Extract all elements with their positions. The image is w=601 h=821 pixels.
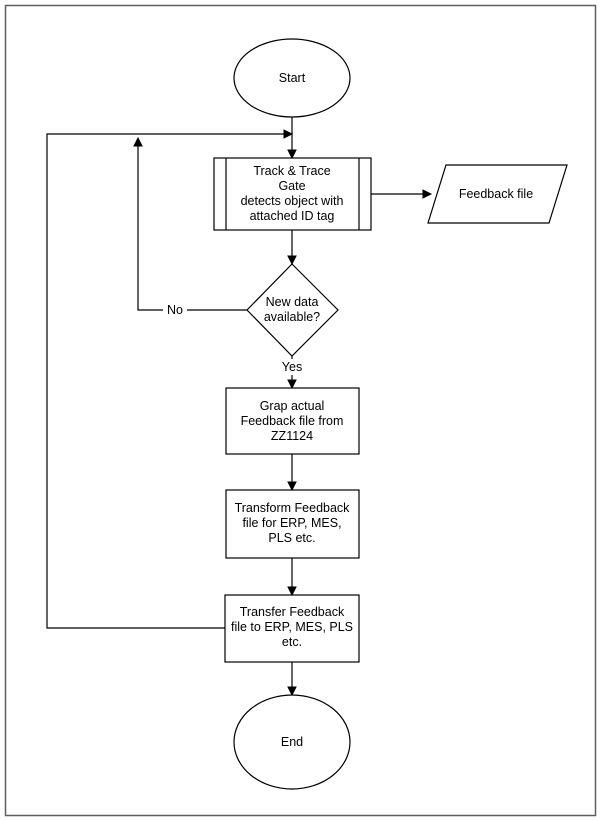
gate-label-line-3: detects object with — [241, 194, 344, 208]
transfer-label-line-1: Transfer Feedback — [240, 605, 345, 619]
gate-label-line-4: attached ID tag — [250, 209, 335, 223]
start-terminator — [233, 38, 351, 118]
grab-label-line-2: Feedback file from — [241, 414, 344, 428]
grab-label-line-1: Grap actual — [260, 399, 325, 413]
end-label: End — [281, 735, 303, 749]
transform-process-box — [225, 489, 360, 559]
transfer-node[interactable]: Transfer Feedback file to ERP, MES, PLS … — [224, 594, 360, 663]
end-node[interactable]: End — [233, 694, 351, 790]
arrowhead — [133, 136, 143, 147]
start-label: Start — [279, 71, 306, 85]
feedback-file-node[interactable]: Feedback file — [427, 164, 568, 224]
decision-diamond — [246, 263, 339, 357]
feedback-file-label: Feedback file — [459, 187, 533, 201]
decision-label-line-1: New data — [266, 295, 319, 309]
edge-transfer-loop-back — [46, 133, 284, 629]
transform-label-line-1: Transform Feedback — [235, 501, 351, 515]
arrowhead — [287, 586, 297, 597]
transform-label-line-2: file for ERP, MES, — [242, 516, 341, 530]
arrowhead — [287, 255, 297, 266]
edge-label-no: No — [167, 303, 183, 317]
arrowhead — [287, 379, 297, 390]
gate-process-box — [213, 157, 372, 231]
arrowhead — [422, 189, 433, 199]
end-terminator — [233, 694, 351, 790]
transfer-process-box — [224, 594, 360, 663]
decision-node[interactable]: New data available? — [246, 263, 339, 357]
arrowhead — [283, 129, 294, 139]
transform-node[interactable]: Transform Feedback file for ERP, MES, PL… — [225, 489, 360, 559]
decision-label-line-2: available? — [264, 310, 320, 324]
start-node[interactable]: Start — [233, 38, 351, 118]
grab-node[interactable]: Grap actual Feedback file from ZZ1124 — [225, 387, 360, 455]
gate-label-line-2: Gate — [278, 179, 305, 193]
arrowhead — [287, 149, 297, 160]
transfer-label-line-3: etc. — [282, 635, 302, 649]
gate-node[interactable]: Track & Trace Gate detects object with a… — [213, 157, 372, 231]
grab-label-line-3: ZZ1124 — [271, 429, 313, 443]
transform-label-line-3: PLS etc. — [268, 531, 315, 545]
edge-label-yes: Yes — [282, 360, 302, 374]
edge-decision-no-loop — [137, 146, 247, 311]
gate-label-line-1: Track & Trace — [253, 164, 330, 178]
feedback-file-parallelogram — [427, 164, 568, 224]
grab-process-box — [225, 387, 360, 455]
transfer-label-line-2: file to ERP, MES, PLS — [231, 620, 353, 634]
arrowhead — [287, 686, 297, 697]
arrowhead — [287, 481, 297, 492]
